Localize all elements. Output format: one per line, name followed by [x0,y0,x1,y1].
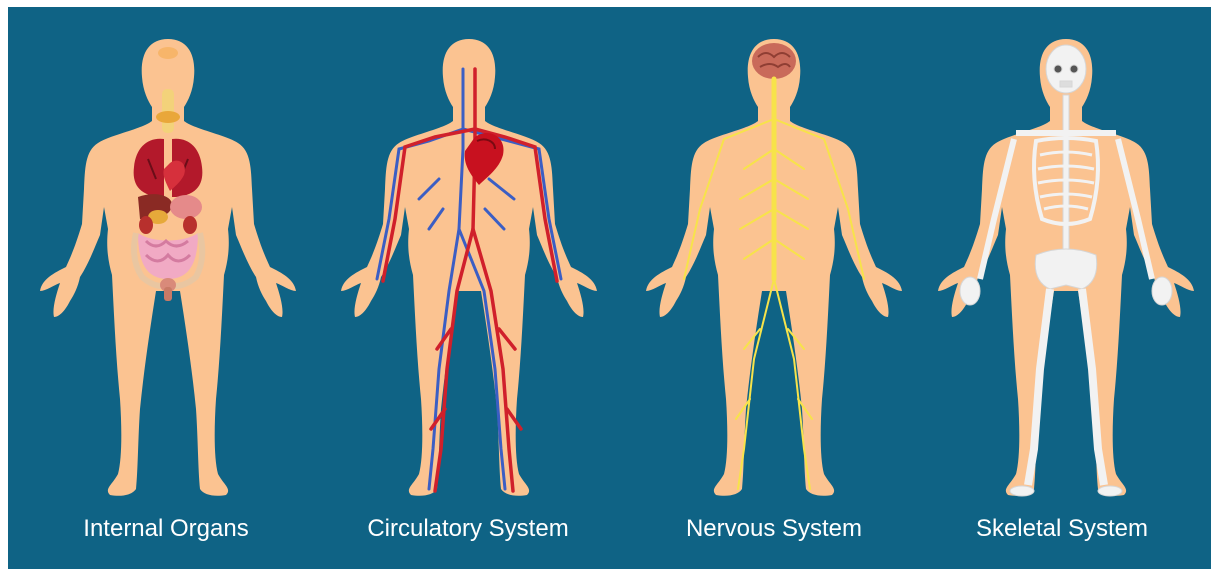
internal-organs-figure [38,29,298,507]
nervous-system-figure [644,29,904,507]
circulatory-system-figure [339,29,599,507]
internal-organs-illustration [38,29,298,507]
anatomy-panel: Internal Organs Ci [8,7,1211,569]
nervous-system-illustration [644,29,904,507]
circulatory-system-illustration [339,29,599,507]
skeletal-system-illustration [936,29,1196,507]
skeletal-system-figure [936,29,1196,507]
caption-internal-organs: Internal Organs [16,515,316,543]
caption-circulatory-system: Circulatory System [318,515,618,543]
caption-skeletal-system: Skeletal System [912,515,1211,543]
caption-nervous-system: Nervous System [624,515,924,543]
